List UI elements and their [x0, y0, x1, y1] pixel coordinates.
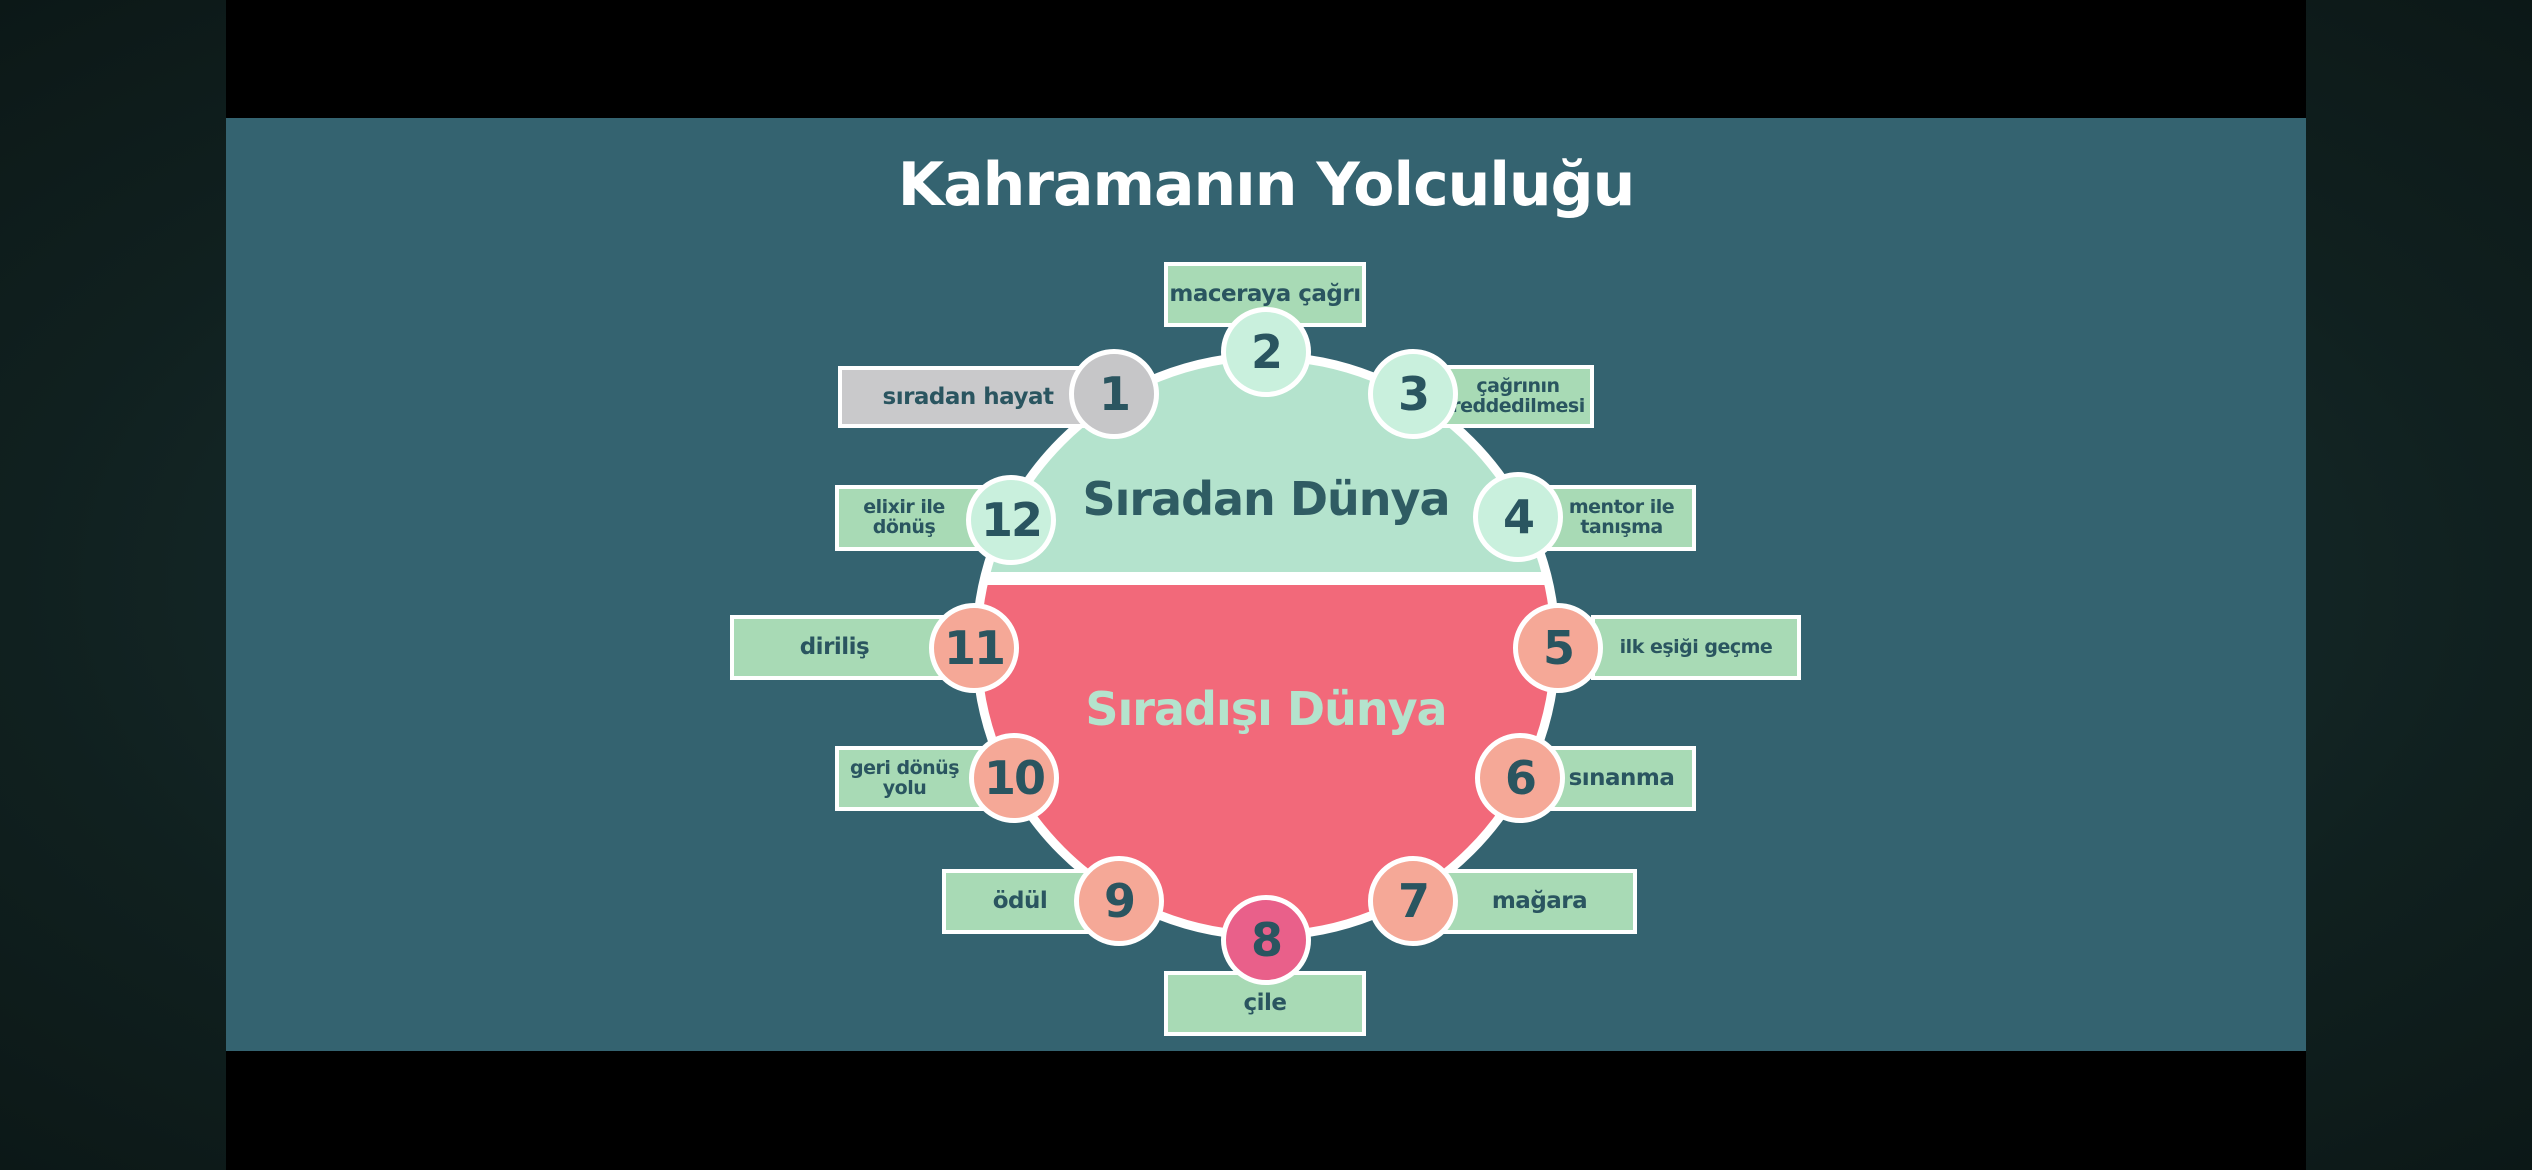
- stage-node-8: 8: [1221, 895, 1311, 985]
- stage-label-4: mentor ile tanışma: [1547, 485, 1696, 551]
- stage-label-5: ilk eşiği geçme: [1591, 615, 1801, 680]
- stage-label-6: sınanma: [1547, 746, 1696, 811]
- stage-node-11: 11: [929, 603, 1019, 693]
- stage-node-2: 2: [1221, 307, 1311, 397]
- stage-node-3: 3: [1368, 349, 1458, 439]
- slide-title: Kahramanın Yolculuğu: [897, 150, 1636, 220]
- stage-node-10: 10: [969, 733, 1059, 823]
- ordinary-world-label: Sıradan Dünya: [1082, 472, 1450, 526]
- stage-label-1: sıradan hayat: [838, 366, 1098, 428]
- stage-node-9: 9: [1074, 856, 1164, 946]
- stage-node-12: 12: [966, 475, 1056, 565]
- stage-node-1: 1: [1069, 349, 1159, 439]
- journey-circle: [972, 352, 1560, 940]
- stage-label-9: ödül: [942, 869, 1098, 934]
- stage-label-7: mağara: [1442, 869, 1637, 934]
- stage-node-4: 4: [1473, 472, 1563, 562]
- stage-node-5: 5: [1513, 603, 1603, 693]
- stage-label-3: çağrının reddedilmesi: [1442, 365, 1594, 428]
- stage-label-12: elixir ile dönüş: [835, 485, 993, 551]
- stage-node-6: 6: [1475, 733, 1565, 823]
- stage-node-7: 7: [1368, 856, 1458, 946]
- special-world-label: Sıradışı Dünya: [1085, 682, 1447, 736]
